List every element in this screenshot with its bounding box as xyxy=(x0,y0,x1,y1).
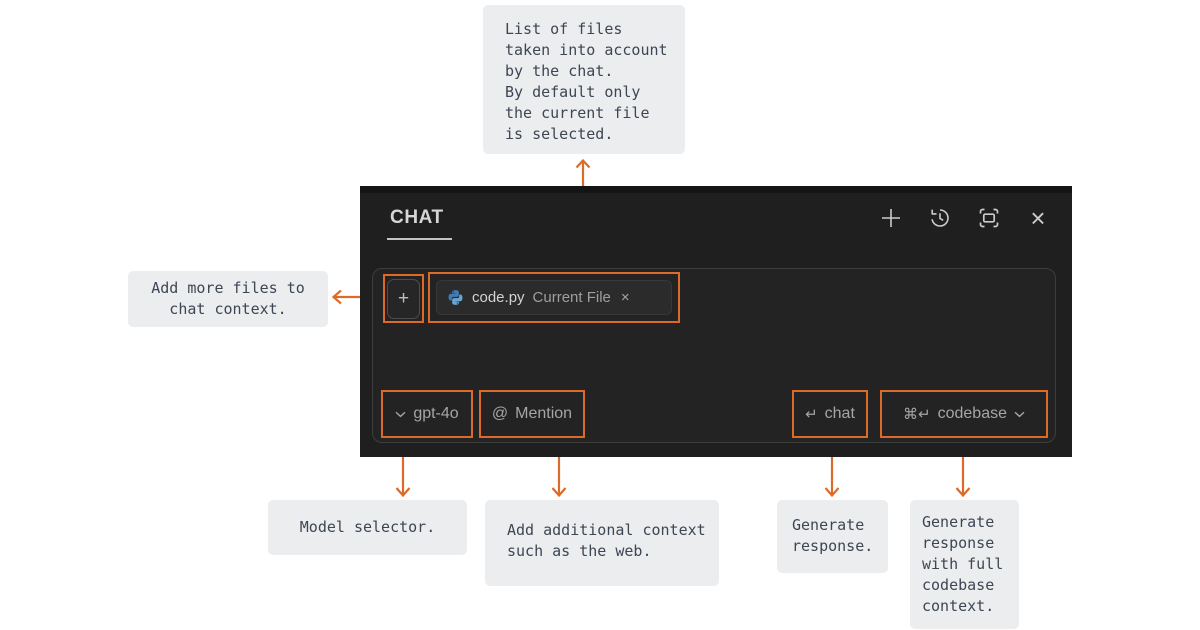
python-file-icon xyxy=(447,289,464,306)
panel-title-underline xyxy=(387,238,452,240)
annotation-text: response. xyxy=(792,537,874,555)
highlight-chat-submit: ↵ chat xyxy=(792,390,868,438)
mention-label: Mention xyxy=(515,405,573,422)
codebase-submit-button[interactable]: ⌘↵ codebase xyxy=(903,405,1025,423)
annotation-text: response xyxy=(922,534,995,552)
at-icon: @ xyxy=(491,405,509,422)
close-icon[interactable]: × xyxy=(1030,203,1046,233)
context-file-chip[interactable]: code.py Current File × xyxy=(436,280,672,315)
highlight-model-selector: gpt-4o xyxy=(381,390,473,438)
annotation-text: taken into account xyxy=(505,41,668,59)
annotation-text: such as the web. xyxy=(507,542,652,560)
annotation-mention: Add additional context such as the web. xyxy=(485,500,719,586)
mention-button[interactable]: @ Mention xyxy=(492,405,572,423)
highlight-codebase-submit: ⌘↵ codebase xyxy=(880,390,1048,438)
annotation-text: Add additional context xyxy=(507,521,706,539)
annotation-generate-response: Generate response. xyxy=(777,500,888,573)
history-icon[interactable] xyxy=(928,206,952,230)
annotation-text: codebase xyxy=(922,576,995,594)
enter-key-icon: ↵ xyxy=(805,406,818,423)
add-context-file-button[interactable]: + xyxy=(387,278,420,319)
chat-submit-label: chat xyxy=(824,405,855,422)
chevron-down-icon xyxy=(1014,411,1025,418)
plus-icon: + xyxy=(397,287,410,309)
model-selector-button[interactable]: gpt-4o xyxy=(395,405,459,423)
annotation-text: by the chat. xyxy=(505,62,614,80)
chevron-down-icon xyxy=(395,411,406,418)
model-selector-label: gpt-4o xyxy=(413,405,459,422)
chat-panel: CHAT × + xyxy=(360,186,1072,457)
annotation-text: the current file xyxy=(505,104,650,122)
highlight-file-chip: code.py Current File × xyxy=(428,272,680,323)
annotation-text: Model selector. xyxy=(299,518,436,536)
expand-screen-icon[interactable] xyxy=(977,206,1001,230)
annotation-add-files: Add more files to chat context. xyxy=(128,271,328,327)
annotation-text: List of files xyxy=(505,20,623,38)
cmd-enter-keys-icon: ⌘↵ xyxy=(903,406,931,423)
highlight-mention: @ Mention xyxy=(479,390,585,438)
annotation-text: Generate xyxy=(922,513,995,531)
annotation-text: chat context. xyxy=(169,300,287,318)
annotation-text: with full xyxy=(922,555,1004,573)
annotation-text: context. xyxy=(922,597,995,615)
annotation-text: is selected. xyxy=(505,125,614,143)
chip-remove-icon[interactable]: × xyxy=(620,289,630,306)
codebase-submit-label: codebase xyxy=(937,405,1007,422)
annotation-text: Add more files to xyxy=(151,279,305,297)
panel-top-strip xyxy=(360,186,1072,193)
panel-title: CHAT xyxy=(390,207,444,228)
annotation-generate-codebase: Generate response with full codebase con… xyxy=(910,500,1019,629)
annotation-text: Generate xyxy=(792,516,865,534)
chat-submit-button[interactable]: ↵ chat xyxy=(805,405,855,423)
annotation-files-list: List of files taken into account by the … xyxy=(483,5,685,154)
chip-file-name: code.py xyxy=(472,289,525,306)
annotation-model-selector: Model selector. xyxy=(268,500,467,555)
chip-current-file-tag: Current File xyxy=(532,289,611,306)
annotation-text: By default only xyxy=(505,83,641,101)
new-chat-icon[interactable] xyxy=(879,206,903,230)
panel-header-actions: × xyxy=(879,203,1050,233)
highlight-add-file: + xyxy=(383,274,424,323)
